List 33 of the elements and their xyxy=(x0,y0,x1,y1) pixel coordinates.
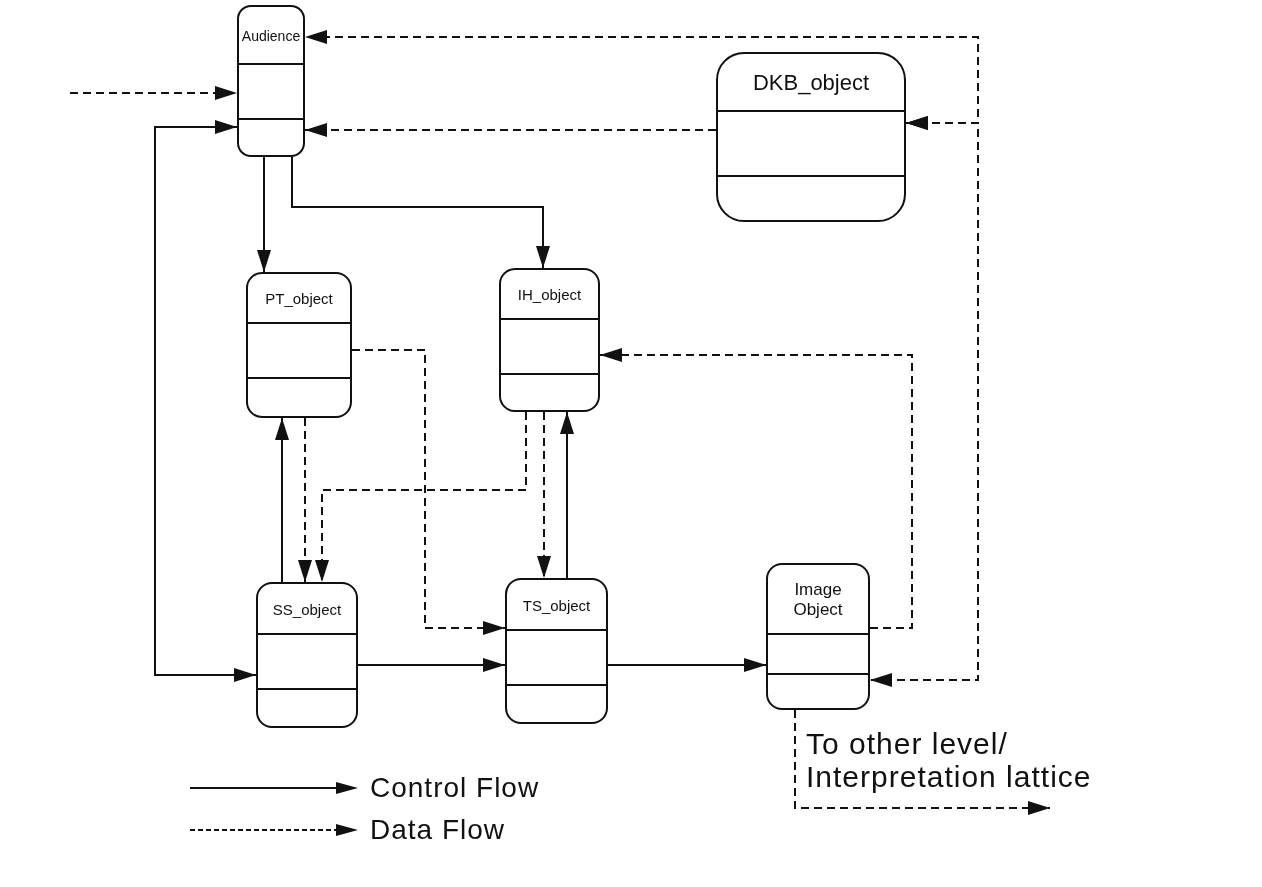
arrow xyxy=(298,417,312,583)
arrow xyxy=(607,658,767,672)
arrow xyxy=(351,349,506,635)
arrow xyxy=(599,348,913,629)
arrow xyxy=(304,123,717,137)
arrow xyxy=(537,411,551,579)
class-name: PT_object xyxy=(264,289,334,310)
arrow xyxy=(275,417,289,583)
class-box xyxy=(766,563,870,710)
class-name: DKB_object xyxy=(751,69,871,98)
class-name: TS_object xyxy=(521,595,592,616)
arrow xyxy=(357,658,506,672)
arrow xyxy=(257,156,271,273)
class-name: SS_object xyxy=(271,599,343,620)
legend-label: Data Flow xyxy=(370,814,506,846)
annotation-text: To other level/ Interpretation lattice xyxy=(806,727,1186,808)
class-name: Image Object xyxy=(792,579,844,621)
class-box xyxy=(499,268,600,412)
arrow xyxy=(69,86,238,100)
class-name: Audience xyxy=(240,26,302,46)
class-box xyxy=(256,582,358,728)
class-box xyxy=(505,578,608,724)
arrow xyxy=(315,411,527,583)
legend-label: Control Flow xyxy=(370,772,540,804)
class-box xyxy=(716,52,906,222)
class-box xyxy=(237,5,305,157)
class-box xyxy=(246,272,352,418)
arrow xyxy=(794,709,1051,815)
class-name: IH_object xyxy=(516,285,583,306)
arrow xyxy=(291,156,550,269)
arrow xyxy=(869,116,979,687)
arrow xyxy=(154,120,257,682)
arrow xyxy=(560,411,574,579)
